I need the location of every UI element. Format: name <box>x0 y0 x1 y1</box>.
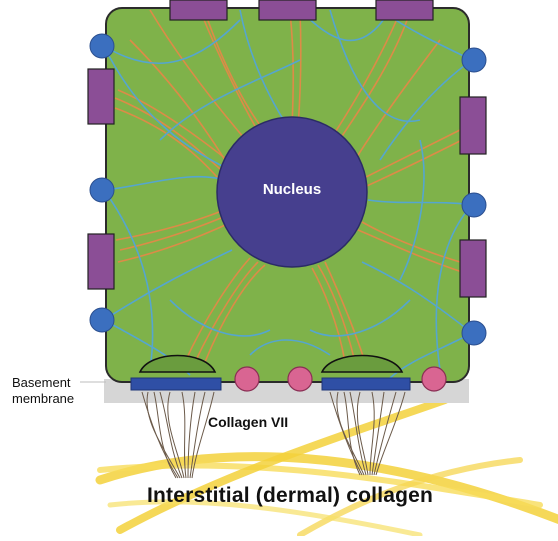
integrin-3 <box>421 366 447 392</box>
junction-rect-top-3 <box>375 0 434 21</box>
desmosome-right-2 <box>461 192 487 218</box>
desmosome-right-3 <box>461 320 487 346</box>
desmosome-left-3 <box>89 307 115 333</box>
microtubules <box>103 9 473 379</box>
junction-rect-top-2 <box>258 0 317 21</box>
hemidesmosome-left <box>130 354 222 391</box>
collagen-vii-label: Collagen VII <box>208 414 289 430</box>
desmosome-right-1 <box>461 47 487 73</box>
basement-membrane-label-line1: Basement <box>12 375 71 390</box>
desmosomes <box>89 33 487 346</box>
basement-membrane-label-line2: membrane <box>12 391 75 406</box>
top-junctions <box>169 0 434 21</box>
dermal-collagen-fibres <box>95 396 558 538</box>
junction-rect-right-2 <box>459 239 487 298</box>
left-junctions <box>87 68 115 290</box>
nucleus-label: Nucleus <box>262 181 322 198</box>
integrin-2 <box>287 366 313 392</box>
dermal-collagen-label: Interstitial (dermal) collagen <box>147 484 434 507</box>
desmosome-left-1 <box>89 33 115 59</box>
integrin-1 <box>234 366 260 392</box>
junction-rect-top-1 <box>169 0 228 21</box>
junction-rect-left-1 <box>87 68 115 125</box>
nucleus <box>216 116 368 268</box>
integrin-circles <box>234 366 447 392</box>
junction-rect-right-1 <box>459 96 487 155</box>
anchoring-fibrils-left <box>141 391 215 479</box>
desmosome-left-2 <box>89 177 115 203</box>
junction-rect-left-2 <box>87 233 115 290</box>
right-junctions <box>459 96 487 298</box>
hemidesmosome-right <box>320 354 411 391</box>
anchoring-fibrils-right <box>329 391 406 476</box>
basement-membrane-label: Basement membrane <box>12 375 74 407</box>
